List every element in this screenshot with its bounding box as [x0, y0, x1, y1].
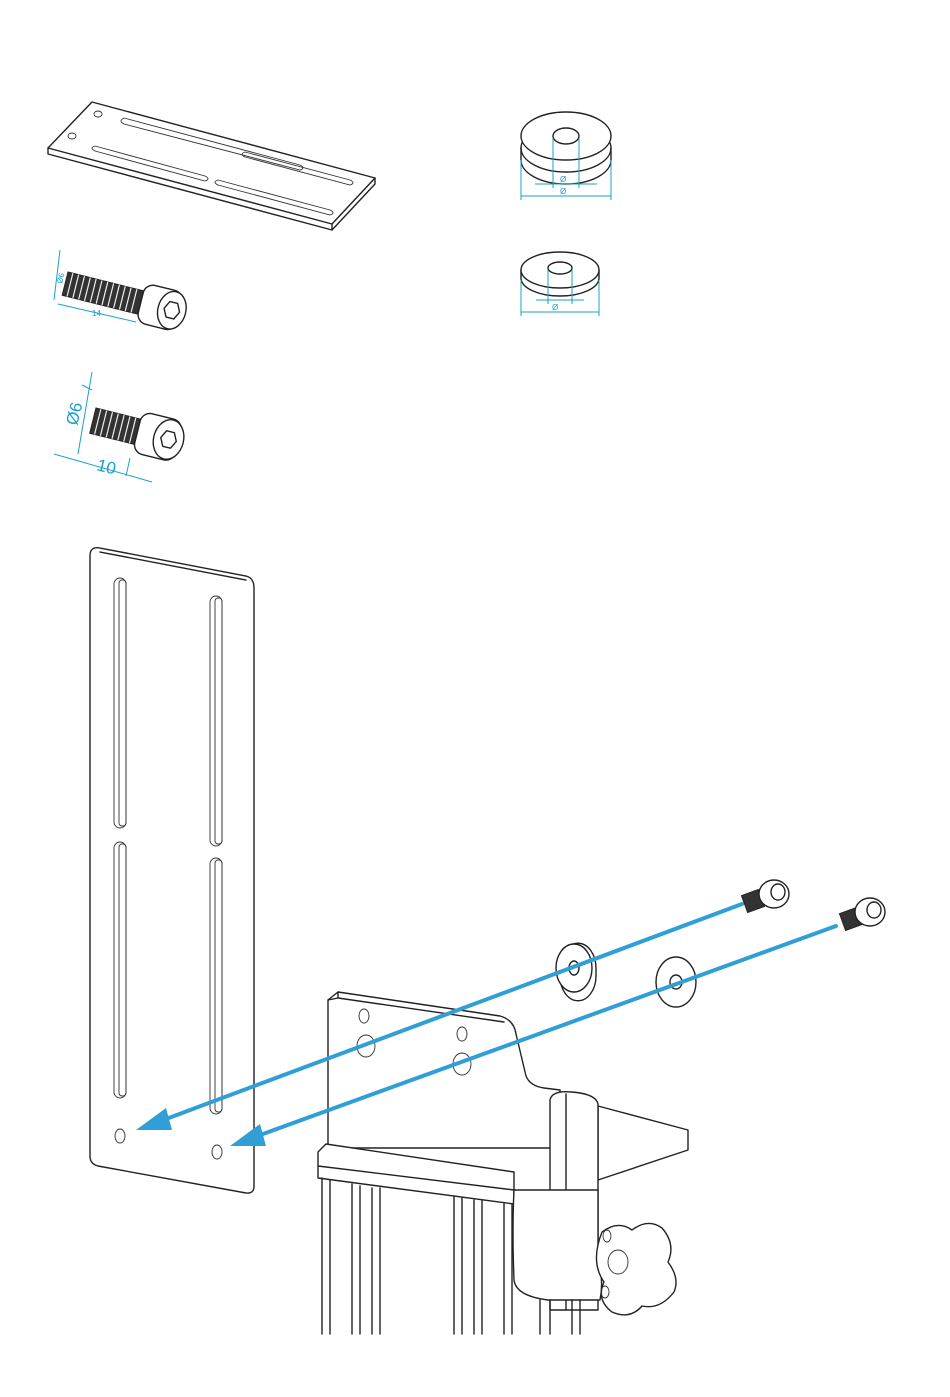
washer-large: Ø Ø	[521, 112, 611, 200]
washer-small: Ø	[521, 252, 599, 316]
bolt-assembly-2	[839, 898, 885, 931]
washer-large-inner-dia: Ø	[560, 175, 566, 184]
bolt-short-length: 10	[95, 455, 118, 478]
short-bracket-plate	[48, 102, 375, 230]
washer-large-outer-dia: Ø	[560, 187, 566, 196]
bolt-long: Ø6 14	[54, 250, 190, 333]
bolt-short: Ø6 10	[54, 372, 188, 482]
washer-small-dia: Ø	[552, 303, 558, 312]
bolt-long-length: 14	[92, 309, 101, 318]
bolt-short-dia: Ø6	[62, 400, 86, 427]
bolt-assembly-1	[741, 880, 789, 913]
